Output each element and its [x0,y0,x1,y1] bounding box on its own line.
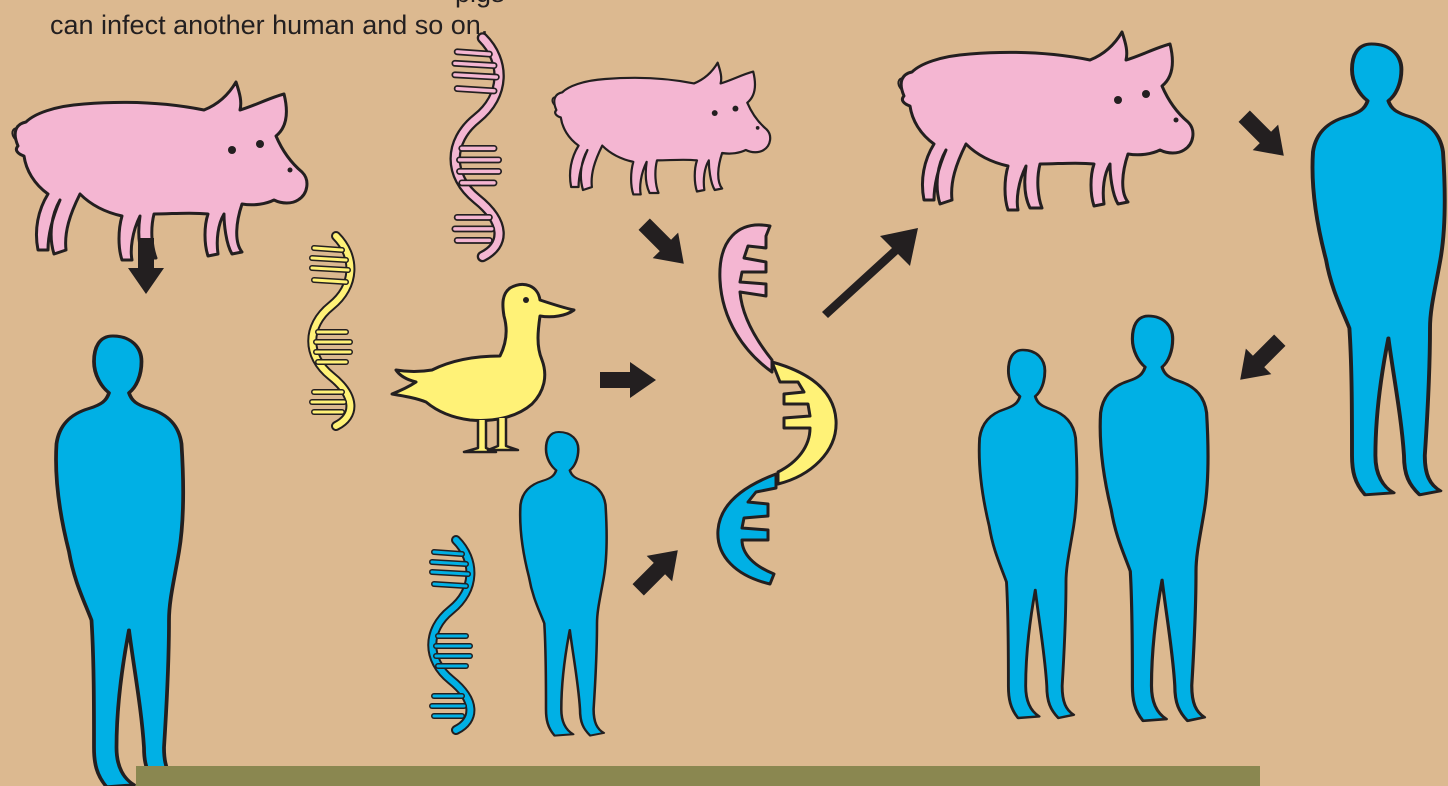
duck-icon [392,284,574,452]
arrow-icon-pig-to-strand [631,211,696,276]
rna-strand-icon-pink [455,38,499,257]
pig-icon-right [898,32,1193,210]
arrow-icon-pig-to-human [1231,103,1296,168]
human-icon-bottom-left [56,336,183,786]
human-icon-far-right [1312,44,1444,495]
rna-strand-icon-yellow [312,236,350,426]
footer-bar [136,766,1260,786]
arrow-icon-strand-to-pig [822,228,918,318]
reassorted-rna-icon [718,225,836,584]
human-icon-right-pair-1 [979,350,1077,718]
rna-strand-icon-blue [432,540,470,730]
pig-icon-left [12,82,307,260]
arrow-icon-human-to-pair [1227,327,1292,392]
pig-icon-center [552,63,770,195]
arrow-icon-human-to-strand [625,537,690,602]
arrow-icon-duck-to-strand [600,362,656,398]
human-icon-right-pair-2 [1100,316,1208,721]
arrow-icon-down-left-pig [128,238,164,294]
human-icon-center [520,432,606,736]
